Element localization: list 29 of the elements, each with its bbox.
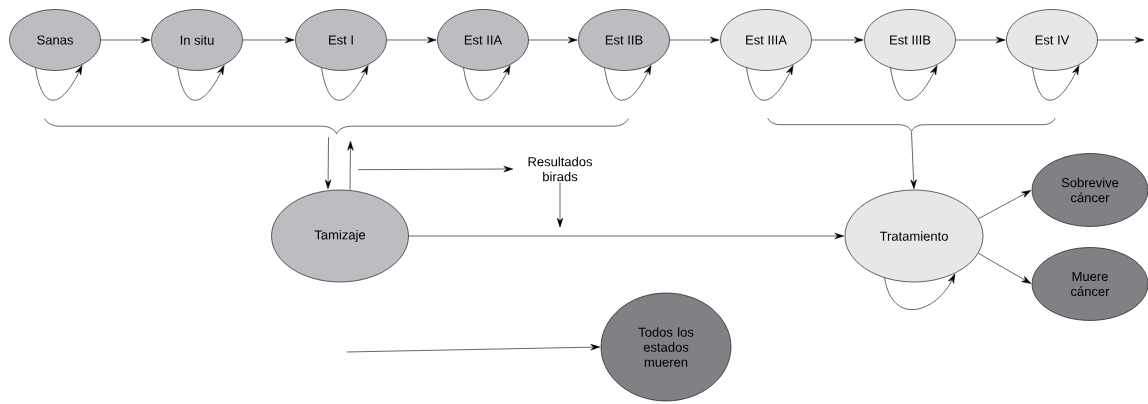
brace <box>767 117 1056 132</box>
loop-arrow <box>463 65 511 101</box>
arrow <box>955 36 1006 44</box>
arrow <box>528 36 578 44</box>
arrow <box>346 344 600 353</box>
loop-arrow <box>890 65 938 101</box>
arrow <box>978 190 1032 220</box>
arrow <box>347 141 354 190</box>
loop-arrow <box>177 65 225 101</box>
arrow <box>1097 36 1145 44</box>
loop-arrow <box>884 273 956 310</box>
arrow <box>556 182 564 228</box>
loop-arrow <box>321 65 369 101</box>
node-label: Resultados birads <box>528 156 593 182</box>
loop-arrow <box>1032 65 1080 101</box>
arrow <box>324 137 332 189</box>
arrow <box>100 36 151 44</box>
arrow <box>811 36 864 44</box>
arrow <box>242 36 295 44</box>
brace <box>44 118 629 134</box>
arrow <box>408 232 844 240</box>
arrow <box>910 131 917 189</box>
arrow <box>386 36 437 44</box>
arrow <box>669 36 720 44</box>
arrow <box>978 252 1032 284</box>
loop-arrow <box>604 65 652 101</box>
arrow <box>357 165 513 173</box>
loop-arrow <box>746 65 794 101</box>
loop-arrow <box>35 65 83 101</box>
